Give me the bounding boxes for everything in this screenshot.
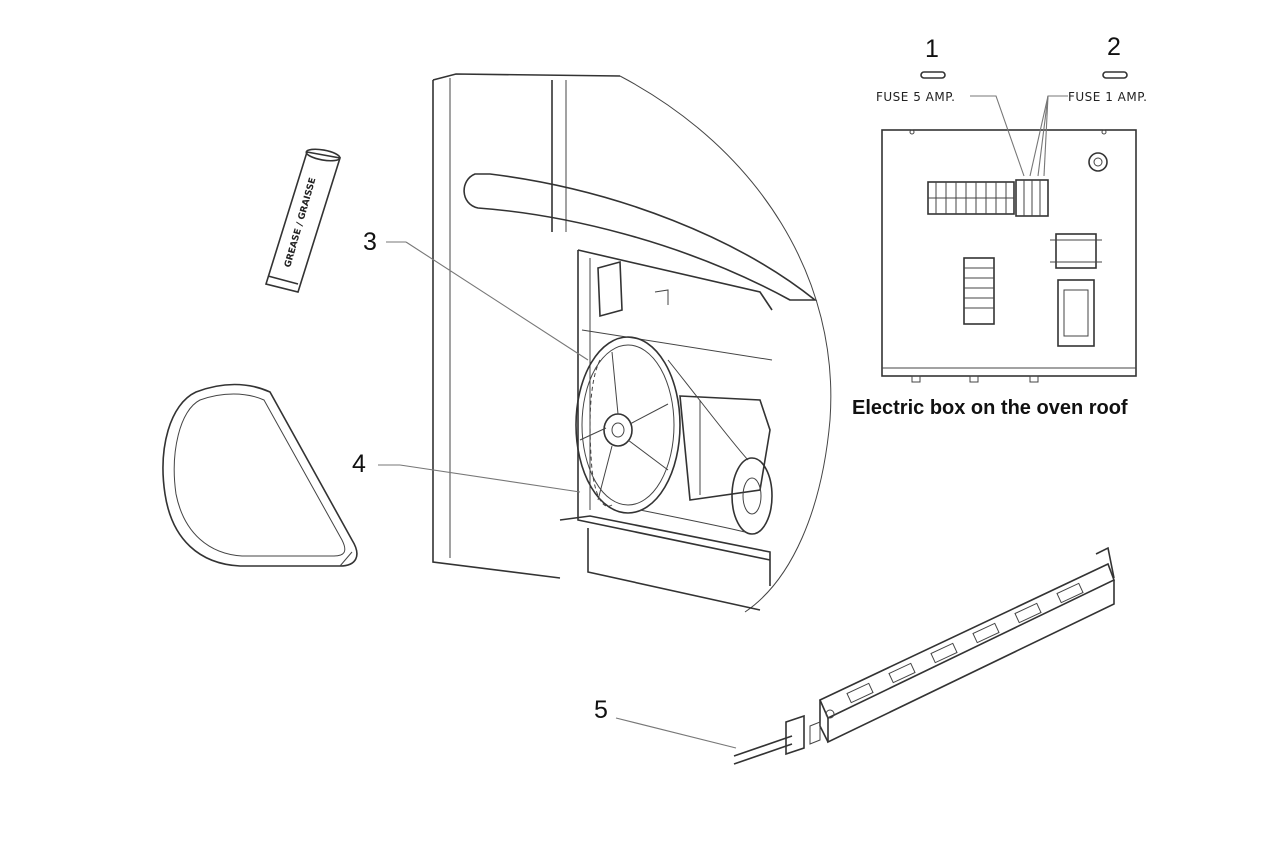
v-belt — [162, 383, 358, 567]
grease-tube-label: GREASE / GRAISSE — [283, 177, 318, 269]
fuse-1-amp-part — [1102, 71, 1128, 79]
terminal-block-row — [928, 182, 1014, 214]
electric-box-caption: Electric box on the oven roof — [852, 397, 1128, 419]
fuse-1-amp-label: FUSE 1 AMP. — [1068, 90, 1147, 104]
sensor-bracket — [733, 546, 1116, 765]
fuse-5-amp-label: FUSE 5 AMP. — [876, 90, 955, 104]
callout-3: 3 — [363, 228, 377, 256]
fuse-5-amp-part — [920, 71, 946, 79]
electric-box — [881, 129, 1137, 383]
callout-4: 4 — [352, 450, 366, 478]
grease-tube: GREASE / GRAISSE — [264, 148, 342, 293]
callout-5: 5 — [594, 696, 608, 724]
oven-detail-view — [432, 73, 832, 613]
callout-2: 2 — [1107, 33, 1121, 61]
callout-1: 1 — [925, 35, 939, 63]
